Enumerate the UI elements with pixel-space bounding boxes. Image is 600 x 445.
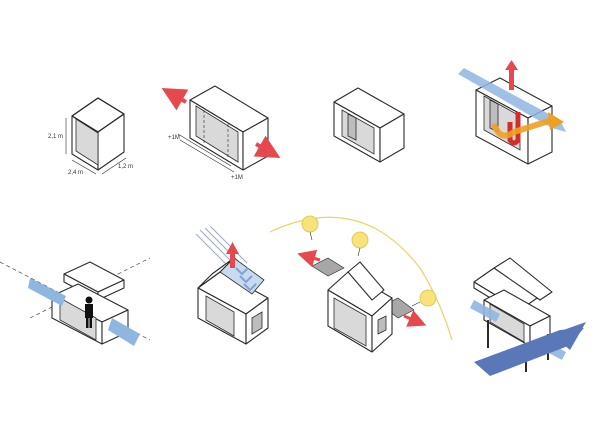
module-ventilation: [458, 60, 566, 165]
module-plain: [333, 87, 405, 163]
sun-icon: [351, 231, 369, 257]
extend-left-arrow-icon: [161, 88, 189, 111]
extension-top-label: +1M: [168, 135, 180, 141]
module-occupant: [0, 257, 151, 346]
warm-flow-arrow-icon: [491, 117, 553, 139]
cool-air-arrow-icon: [458, 68, 566, 132]
heat-release-arrow-icon: [226, 242, 239, 254]
dimension-depth-label: 1,2 m: [118, 164, 133, 170]
dimension-width-label: 2,4 m: [68, 170, 83, 176]
cross-breeze-right-icon: [108, 318, 140, 346]
heat-up-arrow-icon: [505, 60, 518, 70]
ground-wind-arrow-icon: [474, 328, 584, 376]
module-solar-roof: [195, 225, 269, 345]
module-extension: +1M +1M: [161, 85, 281, 181]
shade-arrow-right-icon: [403, 310, 427, 327]
module-elevated: [470, 257, 586, 376]
cross-breeze-left-icon: [28, 278, 66, 306]
person-icon: [85, 296, 93, 328]
extension-bottom-label: +1M: [231, 175, 243, 181]
sun-icon: [411, 289, 437, 307]
shade-arrow-left-icon: [297, 249, 321, 268]
red-flow-icon: [507, 112, 521, 146]
dimension-height-label: 2,1 m: [48, 134, 63, 140]
module-dimensions: 2,1 m 2,4 m 1,2 m: [48, 97, 133, 176]
module-sun-path: [269, 215, 453, 353]
sun-icon: [301, 215, 319, 241]
extend-right-arrow-icon: [253, 135, 281, 158]
